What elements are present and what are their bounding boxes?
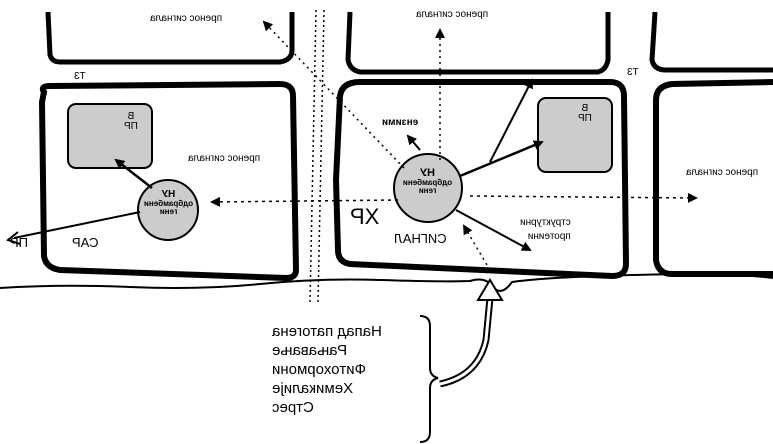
stimulus-item: Фитохормони [272,360,416,379]
sar-label: САР [72,236,98,249]
signal-transfer-label-top: пренос сигнала [416,10,488,20]
vacuole-center [538,98,612,172]
vacuole-left [68,104,152,168]
stimulus-item: Напад патогена [272,322,416,341]
t3-label-left: Т3 [74,72,86,82]
signal-transfer-label-right: пренос сигнала [686,168,758,178]
surface-line [0,274,773,291]
stimuli-bracket [420,316,438,442]
signal-transfer-label-left: пренос сигнала [188,154,260,164]
stimulus-arrow [440,298,490,384]
cell-top-middle [348,12,608,72]
stimulus-item: Стрес [272,398,416,417]
signal-transfer-label-top-left: пренос сигнала [150,14,222,24]
signal-label: СИГНАЛ [394,232,447,245]
enzymes-label: ензими [382,118,418,128]
cell-right [656,82,773,274]
stimuli-list: Напад патогена Рањавање Фитохормони Хеми… [272,322,416,417]
cell-top-right [652,12,773,70]
stimulus-item: Рањавање [272,341,416,360]
hr-label: ХР [350,206,379,228]
t3-label-right: Т3 [627,68,639,78]
pr-label: ПР [10,236,28,249]
stimulus-item: Хемикалије [272,379,416,398]
